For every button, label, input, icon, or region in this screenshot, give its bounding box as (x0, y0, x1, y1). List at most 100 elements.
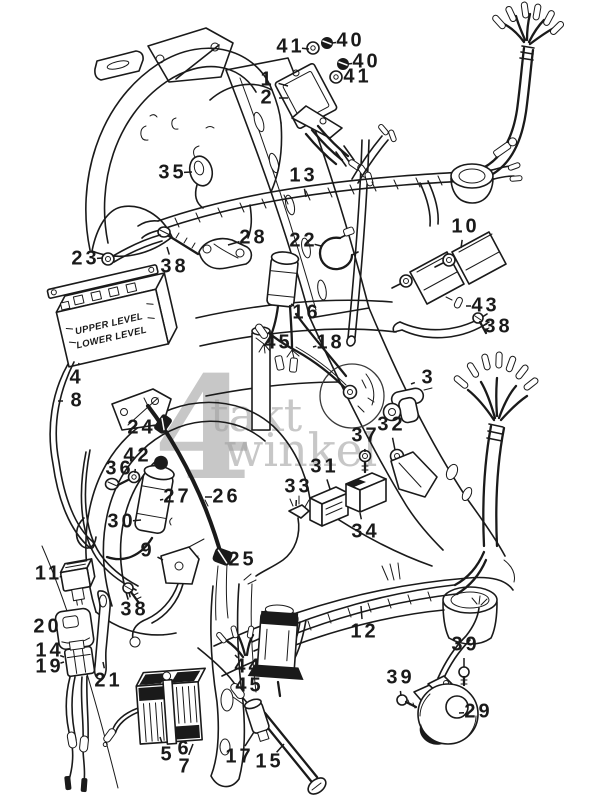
part-number-callout: 5 (160, 743, 175, 766)
horn (396, 595, 488, 745)
part-number-callout: 1 (260, 68, 275, 91)
harness-band (318, 226, 359, 271)
battery: UPPER LEVEL LOWER LEVEL (46, 264, 178, 368)
leader-line (314, 243, 322, 247)
leader-line (166, 246, 170, 255)
part-number-callout: 38 (484, 315, 513, 338)
leader-line (128, 591, 131, 598)
part-number-callout: 33 (284, 475, 313, 498)
leader-line (326, 479, 331, 490)
part-number-callout: 9 (140, 539, 155, 562)
leader-line (244, 731, 255, 747)
leader-line (102, 661, 106, 669)
part-number-callout: 38 (120, 598, 149, 621)
part-number-callout: 40 (336, 29, 365, 52)
leader-line (391, 437, 396, 451)
part-number-callout: 22 (289, 229, 318, 252)
speedometer-cable (143, 397, 233, 621)
part-number-callout: 38 (160, 255, 189, 278)
part-number-callout: 17 (225, 745, 254, 768)
part-number-callout: 19 (35, 655, 64, 678)
part-number-callout: 6 (177, 737, 192, 760)
battery-band (93, 590, 111, 680)
relay-pair (309, 472, 387, 527)
lens-circle (319, 363, 385, 429)
rubber-grommet (188, 155, 214, 209)
part-number-callout: 37 (351, 424, 380, 447)
part-number-callout: 15 (255, 750, 284, 773)
mount-screw (358, 449, 372, 474)
front-ignition-coil (80, 449, 205, 648)
part-number-callout: 41 (276, 35, 305, 58)
leader-line (60, 661, 65, 664)
leader-line (359, 512, 363, 520)
leader-line (360, 605, 363, 620)
winker-relay-small (59, 558, 96, 606)
part-number-callout: 31 (310, 455, 339, 478)
spark-plug-lead (294, 312, 348, 378)
leader-line (227, 240, 240, 246)
part-number-callout: 7 (178, 755, 193, 778)
part-number-callout: 29 (464, 700, 493, 723)
part-number-callout: 14 (35, 639, 64, 662)
harness-clamp (198, 237, 253, 270)
part-number-callout: 45 (235, 674, 264, 697)
rubber-boot (54, 607, 95, 651)
connector-block (63, 639, 96, 793)
part-number-callout: 34 (351, 520, 380, 543)
harness-connector-bundle-top (468, 1, 565, 182)
part-number-callout: 30 (107, 510, 136, 533)
part-number-callout: 2 (260, 86, 275, 109)
part-number-callout: 24 (127, 416, 156, 439)
part-number-callout: 23 (71, 247, 100, 270)
leader-line (152, 424, 158, 427)
leader-line (159, 498, 164, 501)
winker-stay (382, 387, 433, 424)
part-number-callout: 10 (451, 215, 480, 238)
leader-line (59, 654, 65, 658)
rubber-mount (389, 448, 438, 498)
fender-screw (157, 226, 200, 256)
part-number-callout: 43 (471, 294, 500, 317)
part-number-callout: 4 (69, 366, 84, 389)
part-number-callout: 13 (289, 164, 318, 187)
leader-line (301, 47, 310, 50)
leader-line (183, 729, 186, 737)
part-number-callout: 3 (421, 366, 436, 389)
frame-spine (225, 57, 370, 319)
steering-head-cup (450, 137, 518, 204)
part-number-callout: 12 (350, 620, 379, 643)
leader-line (188, 743, 194, 756)
steering-stem-rod (346, 139, 370, 347)
part-number-callout: 18 (316, 331, 345, 354)
leader-line (234, 654, 239, 659)
part-number-callout: 39 (451, 633, 480, 656)
rectifier (102, 667, 206, 747)
ignition-condenser (258, 251, 300, 373)
part-number-callout: 26 (212, 485, 241, 508)
part-number-callout: 8 (70, 389, 85, 412)
bullet-terminal-upper (255, 323, 269, 345)
part-number-callout: 45 (264, 331, 293, 354)
leader-line (410, 381, 416, 385)
leader-line (157, 556, 164, 561)
leader-line (278, 82, 289, 87)
leader-line (460, 239, 463, 249)
ring-terminal-wire (267, 331, 358, 400)
leader-line (312, 345, 317, 348)
part-number-callout: 25 (228, 548, 257, 571)
leader-line (290, 303, 295, 307)
part-number-callout: 41 (343, 65, 372, 88)
ignition-coil-pair (391, 231, 507, 339)
brake-switch-spring (101, 234, 163, 266)
wire-harness-rear (197, 351, 539, 795)
part-number-callout: 20 (33, 615, 62, 638)
regulator-bolts-and-washers (306, 37, 349, 84)
voltage-regulator (274, 62, 374, 187)
callout-leader-lines (58, 41, 471, 756)
leader-line (77, 362, 80, 366)
part-number-callout: 16 (292, 301, 321, 324)
leader-line (399, 690, 402, 697)
front-fender (85, 27, 283, 258)
